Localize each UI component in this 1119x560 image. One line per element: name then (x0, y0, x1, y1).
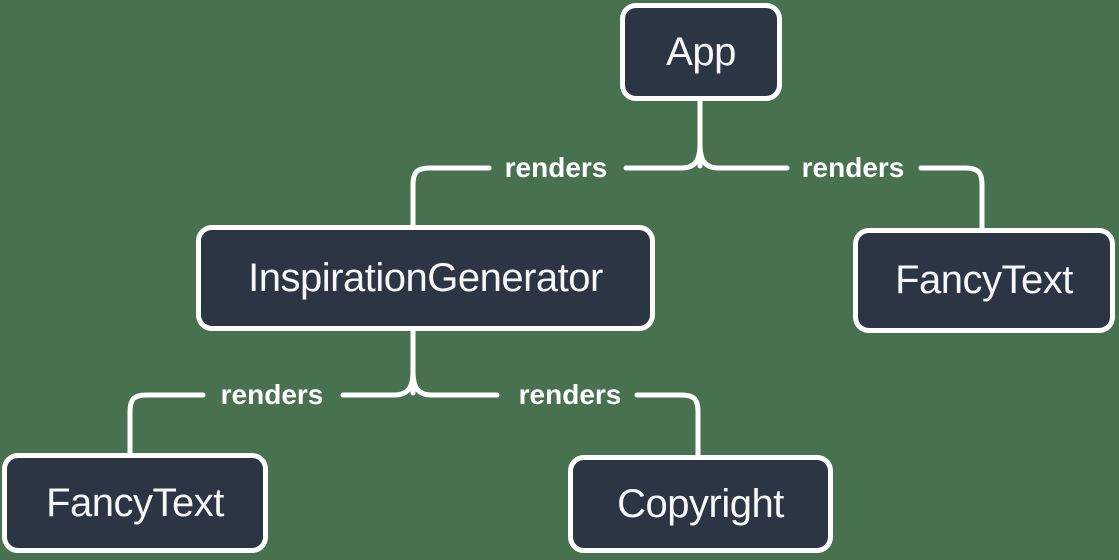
node-fancy-text-top: FancyText (853, 228, 1115, 333)
edge-label-inspirationgenerator-copyright: renders (518, 379, 622, 410)
edge-app-inspirationgenerator-line-2 (410, 165, 492, 228)
edge-inspirationgenerator-copyright-line-2 (634, 392, 701, 458)
edge-label-app-inspirationgenerator: renders (504, 152, 608, 183)
edge-app-fancytext-line-2 (918, 165, 985, 231)
edge-label-app-fancytext: renders (801, 152, 905, 183)
edge-app-fancytext-line (697, 141, 790, 171)
node-app: App (620, 3, 782, 101)
node-inspiration-generator-label: InspirationGenerator (248, 255, 603, 300)
edge-app-inspirationgenerator-line (623, 141, 703, 171)
node-fancy-text-bottom: FancyText (2, 453, 268, 553)
node-inspiration-generator: InspirationGenerator (196, 225, 655, 331)
edge-inspirationgenerator-copyright-line (410, 368, 500, 398)
edge-inspirationgenerator-fancytext-line-2 (127, 392, 206, 456)
node-app-label: App (666, 29, 736, 74)
edge-label-inspirationgenerator-fancytext: renders (220, 379, 324, 410)
node-copyright: Copyright (568, 455, 833, 553)
edge-inspirationgenerator-fancytext-line (340, 368, 416, 398)
node-copyright-label: Copyright (617, 481, 784, 526)
node-fancy-text-top-label: FancyText (895, 258, 1073, 302)
node-fancy-text-bottom-label: FancyText (46, 480, 224, 525)
